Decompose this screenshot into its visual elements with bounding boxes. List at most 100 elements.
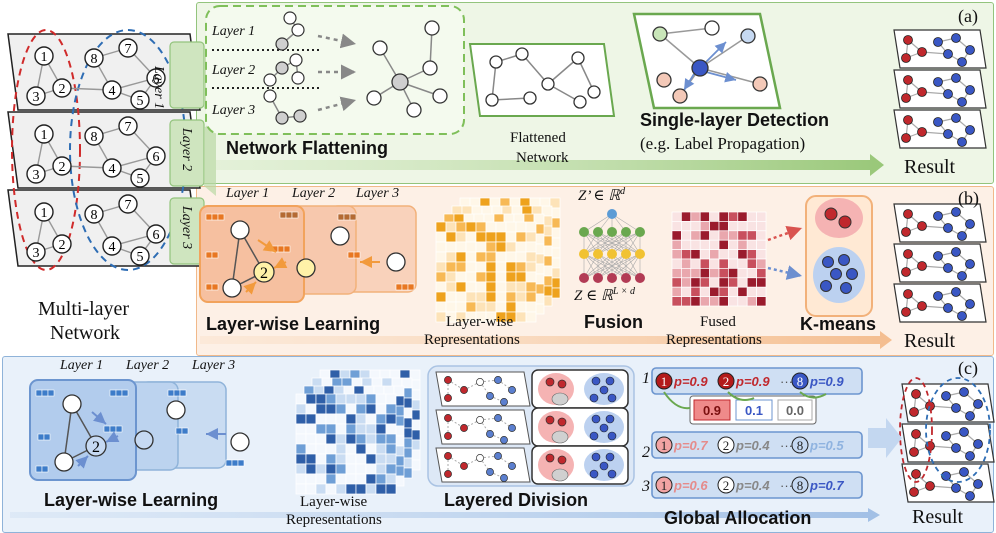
matrix-cell bbox=[345, 473, 357, 485]
matrix-cell bbox=[756, 296, 767, 307]
panel-b-art: 2 bbox=[199, 195, 892, 349]
division-node bbox=[591, 376, 601, 386]
matrix-cell bbox=[355, 443, 367, 455]
matrix-cell bbox=[295, 413, 307, 425]
matrix-cell bbox=[505, 241, 517, 253]
division-node bbox=[444, 414, 452, 422]
matrix-cell bbox=[305, 453, 317, 465]
result-node bbox=[933, 77, 943, 87]
fused-line1: Fused bbox=[700, 314, 736, 330]
result-node bbox=[965, 259, 975, 269]
division-edge bbox=[497, 455, 513, 467]
left-node-number: 1 bbox=[41, 128, 48, 143]
division-edge bbox=[497, 417, 513, 429]
matrix-cell bbox=[709, 239, 720, 250]
matrix-cell bbox=[681, 277, 692, 288]
left-node bbox=[146, 68, 166, 88]
vector-cell bbox=[103, 425, 111, 433]
matrix-cell bbox=[737, 268, 748, 279]
vector-cell bbox=[121, 389, 129, 397]
result-node bbox=[917, 301, 927, 311]
allocation-node bbox=[655, 476, 673, 494]
matrix-cell bbox=[485, 231, 497, 243]
division-node bbox=[444, 470, 452, 478]
matrix-cell bbox=[525, 301, 537, 313]
vector-cell bbox=[211, 283, 219, 291]
result-node bbox=[933, 251, 943, 261]
matrix-cell bbox=[718, 268, 729, 279]
vector-cell bbox=[41, 465, 49, 473]
matrix-cell bbox=[746, 277, 757, 288]
matrix-cell bbox=[681, 249, 692, 260]
allocation-p-value: p=0.4 bbox=[735, 478, 770, 493]
matrix-cell bbox=[325, 393, 337, 405]
vector-cell bbox=[175, 427, 183, 435]
matrix-cell bbox=[525, 261, 537, 273]
left-node-number: 2 bbox=[59, 160, 66, 175]
left-node-number: 2 bbox=[59, 82, 66, 97]
result-node bbox=[951, 113, 961, 123]
nn-node bbox=[621, 249, 631, 259]
matrix-cell bbox=[435, 251, 447, 263]
result-node bbox=[973, 399, 983, 409]
matrix-cell bbox=[315, 423, 327, 435]
matrix-cell bbox=[495, 251, 507, 263]
matrix-cell bbox=[737, 277, 748, 288]
matrix-cell bbox=[671, 258, 682, 269]
matrix-cell bbox=[305, 463, 317, 475]
nn-node bbox=[635, 249, 645, 259]
a-layer3-label: Layer 3 bbox=[212, 103, 256, 118]
division-node bbox=[444, 376, 452, 384]
result-node bbox=[901, 133, 911, 143]
svg-text:2: 2 bbox=[92, 439, 100, 456]
vector-cell bbox=[225, 459, 233, 467]
allocation-node-number: 8 bbox=[797, 438, 804, 453]
division-node bbox=[476, 454, 484, 462]
allocation-node-number: 2 bbox=[723, 478, 730, 493]
matrix-cell bbox=[728, 239, 739, 250]
a-layer2-label: Layer 2 bbox=[212, 63, 256, 78]
division-edge bbox=[497, 379, 513, 391]
result-node bbox=[951, 483, 961, 493]
matrix-cell bbox=[315, 413, 327, 425]
left-node bbox=[130, 246, 150, 266]
matrix-cell bbox=[699, 258, 710, 269]
matrix-cell bbox=[728, 296, 739, 307]
division-node bbox=[589, 469, 599, 479]
matrix-cell bbox=[525, 251, 537, 263]
matrix-cell bbox=[746, 249, 757, 260]
allocation-ellipsis: ··· bbox=[780, 478, 793, 493]
nn-edge bbox=[611, 231, 641, 255]
result-node bbox=[909, 447, 919, 457]
matrix-cell bbox=[295, 443, 307, 455]
result-node bbox=[973, 479, 983, 489]
matrix-cell bbox=[295, 473, 307, 485]
division-node bbox=[607, 393, 617, 403]
matrix-cell bbox=[756, 277, 767, 288]
matrix-cell bbox=[515, 271, 527, 283]
left-node bbox=[84, 204, 104, 224]
panel-a-art bbox=[205, 5, 884, 176]
nn-node bbox=[607, 273, 617, 283]
matrix-cell bbox=[385, 423, 397, 435]
matrix-cell bbox=[335, 473, 347, 485]
matrix-cell bbox=[335, 393, 347, 405]
result-node bbox=[933, 37, 943, 47]
division-node bbox=[557, 379, 567, 389]
a-layer1-label: Layer 1 bbox=[212, 24, 256, 39]
matrix-cell bbox=[746, 258, 757, 269]
left-node bbox=[118, 194, 138, 214]
check-link bbox=[663, 391, 691, 410]
matrix-cell bbox=[295, 423, 307, 435]
allocation-p-value: p=0.9 bbox=[809, 374, 844, 389]
vector-cell bbox=[35, 465, 43, 473]
matrix-cell bbox=[718, 277, 729, 288]
result-node bbox=[951, 73, 961, 83]
matrix-cell bbox=[505, 261, 517, 273]
matrix-cell bbox=[690, 221, 701, 232]
multilayer-title-line1: Multi-layer bbox=[38, 298, 130, 320]
matrix-cell bbox=[475, 281, 487, 293]
result-node bbox=[943, 303, 953, 313]
panel-a-tag: (a) bbox=[958, 6, 978, 26]
flattened-line1: Flattened bbox=[510, 130, 566, 146]
